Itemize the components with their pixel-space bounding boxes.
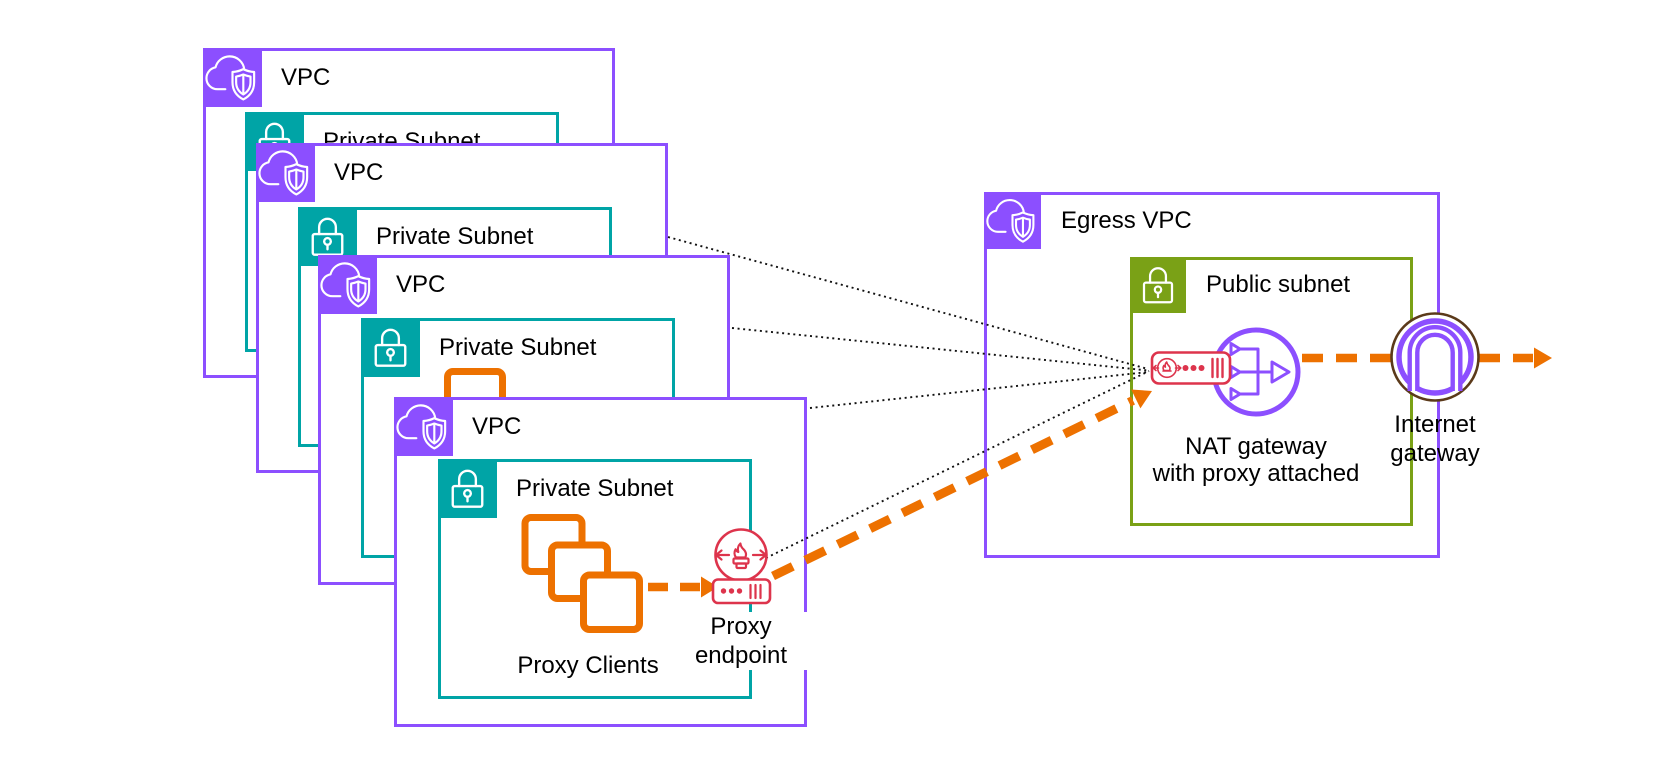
vpc-label: VPC: [396, 270, 446, 298]
nat-gateway-label-line2: with proxy attached: [1152, 460, 1360, 487]
cloud-shield-icon: [203, 48, 262, 107]
proxy-endpoint-label-line1: Proxy: [710, 613, 772, 640]
padlock-icon: [438, 459, 497, 518]
arrow-igw-to-internet: [1479, 347, 1552, 369]
private-subnet-label: Private Subnet: [516, 474, 674, 502]
nat-gateway-label: NAT gateway with proxy attached: [1106, 433, 1406, 487]
padlock-icon: [1130, 257, 1186, 313]
private-subnet-label: Private Subnet: [439, 333, 597, 361]
nat-gateway-label-line1: NAT gateway: [1185, 433, 1327, 460]
private-subnet-label: Private Subnet: [376, 222, 534, 250]
cloud-shield-icon: [394, 397, 453, 456]
egress-vpc-label: Egress VPC: [1061, 206, 1192, 234]
proxy-endpoint-label: Proxy endpoint: [666, 612, 816, 670]
vpc-label: VPC: [281, 63, 331, 91]
cloud-shield-icon: [984, 192, 1041, 249]
internet-gateway-label: Internet gateway: [1335, 410, 1535, 468]
cloud-shield-icon: [318, 255, 377, 314]
internet-gateway-label-line1: Internet: [1394, 411, 1476, 438]
proxy-endpoint-label-line2: endpoint: [694, 642, 788, 669]
vpc-label: VPC: [472, 412, 522, 440]
internet-gateway-label-line2: gateway: [1390, 440, 1480, 467]
cloud-shield-icon: [256, 143, 315, 202]
padlock-icon: [361, 318, 420, 377]
proxy-clients-label: Proxy Clients: [517, 652, 659, 679]
vpc-label: VPC: [334, 158, 384, 186]
public-subnet-label: Public subnet: [1206, 271, 1351, 298]
